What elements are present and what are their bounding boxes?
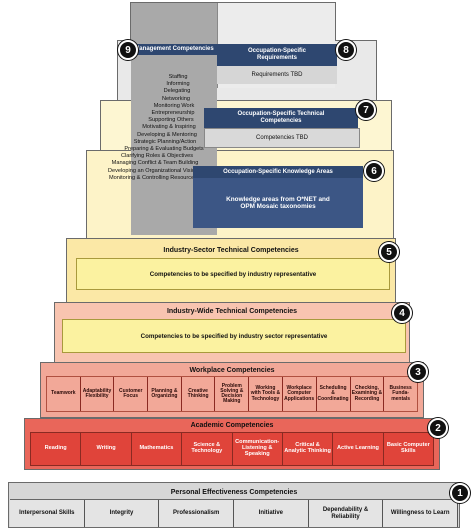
tier-3-row: Teamwork Adaptability Flexibility Custom…	[46, 376, 418, 412]
tier-2-title: Academic Competencies	[190, 422, 274, 429]
badge-9: 9	[118, 40, 138, 60]
tier-2-item: Basic Computer Skills	[386, 442, 430, 454]
management-title: Management Competencies	[131, 44, 217, 55]
badge-3: 3	[408, 362, 428, 382]
badge-5: 5	[379, 242, 399, 262]
management-item: Developing an Organizational Vision	[107, 167, 199, 174]
tier-2-item: Science & Technology	[182, 433, 233, 465]
tier-1-item: Integrity	[85, 500, 160, 527]
badge-4: 4	[392, 303, 412, 323]
tier-1-title: Personal Effectiveness Competencies	[170, 489, 298, 496]
management-item: Monitoring & Controlling Resources	[109, 174, 197, 181]
tier-3-item: Teamwork	[47, 377, 81, 411]
management-item: Entrepreneurship	[151, 110, 195, 117]
tier-3-title: Workplace Competencies	[189, 367, 275, 374]
management-title-text: Management Competencies	[134, 46, 214, 52]
tier-2-item: Writing	[81, 433, 132, 465]
management-item: Strategic Planning/Action	[133, 138, 197, 145]
tier-1-item: Dependability & Reliability	[309, 500, 384, 527]
tier-8-header: Occupation-Specific Requirements	[217, 44, 337, 66]
tier-3-item: Working with Tools & Technology	[249, 377, 283, 411]
tier-2-item: Mathematics	[132, 433, 183, 465]
tier-5-title: Industry-Sector Technical Competencies	[163, 247, 299, 254]
tier-2-item: Active Learning	[333, 433, 384, 465]
tier-1-item: Interpersonal Skills	[10, 500, 85, 527]
management-item: Informing	[166, 81, 190, 88]
tier-4-body: Competencies to be specified by industry…	[62, 319, 406, 353]
badge-7: 7	[356, 100, 376, 120]
management-item: Clarifying Roles & Objectives	[120, 153, 194, 160]
tier-6-body: Knowledge areas from O*NET and OPM Mosai…	[193, 178, 363, 228]
tier-3-item: Checking, Examining & Recording	[351, 377, 385, 411]
management-item: Delegating	[163, 88, 191, 95]
badge-2: 2	[428, 418, 448, 438]
tier-1-item: Willingness to Learn	[383, 500, 459, 527]
tier-2-item: Communication- Listening & Speaking	[233, 433, 283, 465]
tier-6-header: Occupation-Specific Knowledge Areas	[193, 166, 363, 178]
management-item: Developing & Mentoring	[137, 131, 197, 138]
tier-3-item: Customer Focus	[114, 377, 149, 411]
tier-1-row: Interpersonal Skills Integrity Professio…	[10, 499, 459, 527]
management-item: Monitoring Work	[153, 102, 195, 109]
tier-7-body: Competencies TBD	[204, 128, 360, 148]
tier-3-item: Scheduling & Coordinating	[317, 377, 351, 411]
tier-3-item: Problem Solving & Decision Making	[215, 377, 250, 411]
management-item: Networking	[162, 95, 190, 102]
tier-1-item: Professionalism	[159, 500, 235, 527]
tier-3-item: Workplace Computer Applications	[283, 377, 317, 411]
management-item: Motivating & Inspiring	[142, 124, 196, 131]
tier-3-item: Planning & Organizing	[148, 377, 182, 411]
tier-2-item: Critical & Analytic Thinking	[283, 433, 334, 465]
management-item: Managing Conflict & Team Building	[111, 160, 199, 167]
management-item: Preparing & Evaluating Budgets	[124, 146, 204, 153]
tier-5-body: Competencies to be specified by industry…	[76, 258, 390, 290]
tier-2-item: Reading	[31, 433, 82, 465]
tier-1-item: Initiative	[234, 500, 309, 527]
tier-3-item: Creative Thinking	[182, 377, 216, 411]
tier-3-item: Adaptability Flexibility	[81, 377, 115, 411]
management-item: Staffing	[168, 74, 188, 80]
badge-8: 8	[336, 40, 356, 60]
tier-3-item: Business Funda- mentals	[389, 385, 412, 402]
management-item: Supporting Others	[148, 117, 194, 124]
tier-8-body: Requirements TBD	[217, 66, 337, 84]
tier-4-title: Industry-Wide Technical Competencies	[166, 308, 298, 315]
badge-6: 6	[364, 161, 384, 181]
tier-7-header: Occupation-Specific Technical Competenci…	[204, 108, 358, 128]
badge-1: 1	[450, 483, 470, 503]
management-competency-list: Staffing Informing Delegating Networking…	[94, 74, 212, 182]
tier-2-row: Reading Writing Mathematics Science & Te…	[30, 432, 434, 466]
